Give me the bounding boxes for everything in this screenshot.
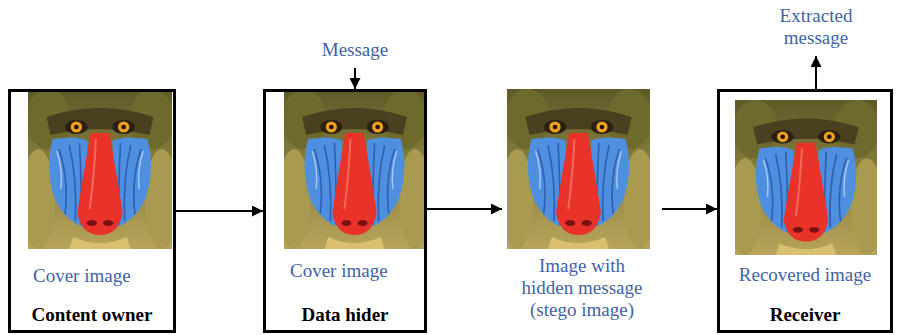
image-caption: Image with hidden message (stego image): [513, 255, 651, 321]
role-label: Content owner: [32, 304, 153, 326]
stego-image: Image with hidden message (stego image): [505, 89, 659, 329]
image-caption: Recovered image: [739, 264, 871, 286]
image-caption: Cover image: [290, 260, 388, 282]
arrow-connector: [662, 208, 717, 210]
output-label: Extracted message: [755, 4, 877, 53]
mandrill-image: [28, 89, 172, 249]
role-label: Data hider: [301, 304, 388, 326]
process-box: Cover imageData hider: [263, 89, 427, 333]
process-box: Recovered imageReceiver: [717, 89, 893, 333]
mandrill-image: [507, 89, 650, 249]
mandrill-image: [735, 100, 877, 255]
message-label: Message: [322, 39, 388, 61]
role-label: Receiver: [770, 304, 841, 326]
mandrill-image: [284, 89, 425, 249]
arrow-connector: [815, 56, 817, 89]
message-label: Extracted message: [763, 5, 869, 49]
process-box: Cover imageContent owner: [8, 89, 176, 333]
image-caption: Cover image: [33, 265, 131, 287]
arrow-connector: [176, 210, 263, 212]
arrow-connector: [354, 68, 356, 89]
input-label: Message: [300, 38, 410, 65]
arrow-connector: [427, 208, 502, 210]
